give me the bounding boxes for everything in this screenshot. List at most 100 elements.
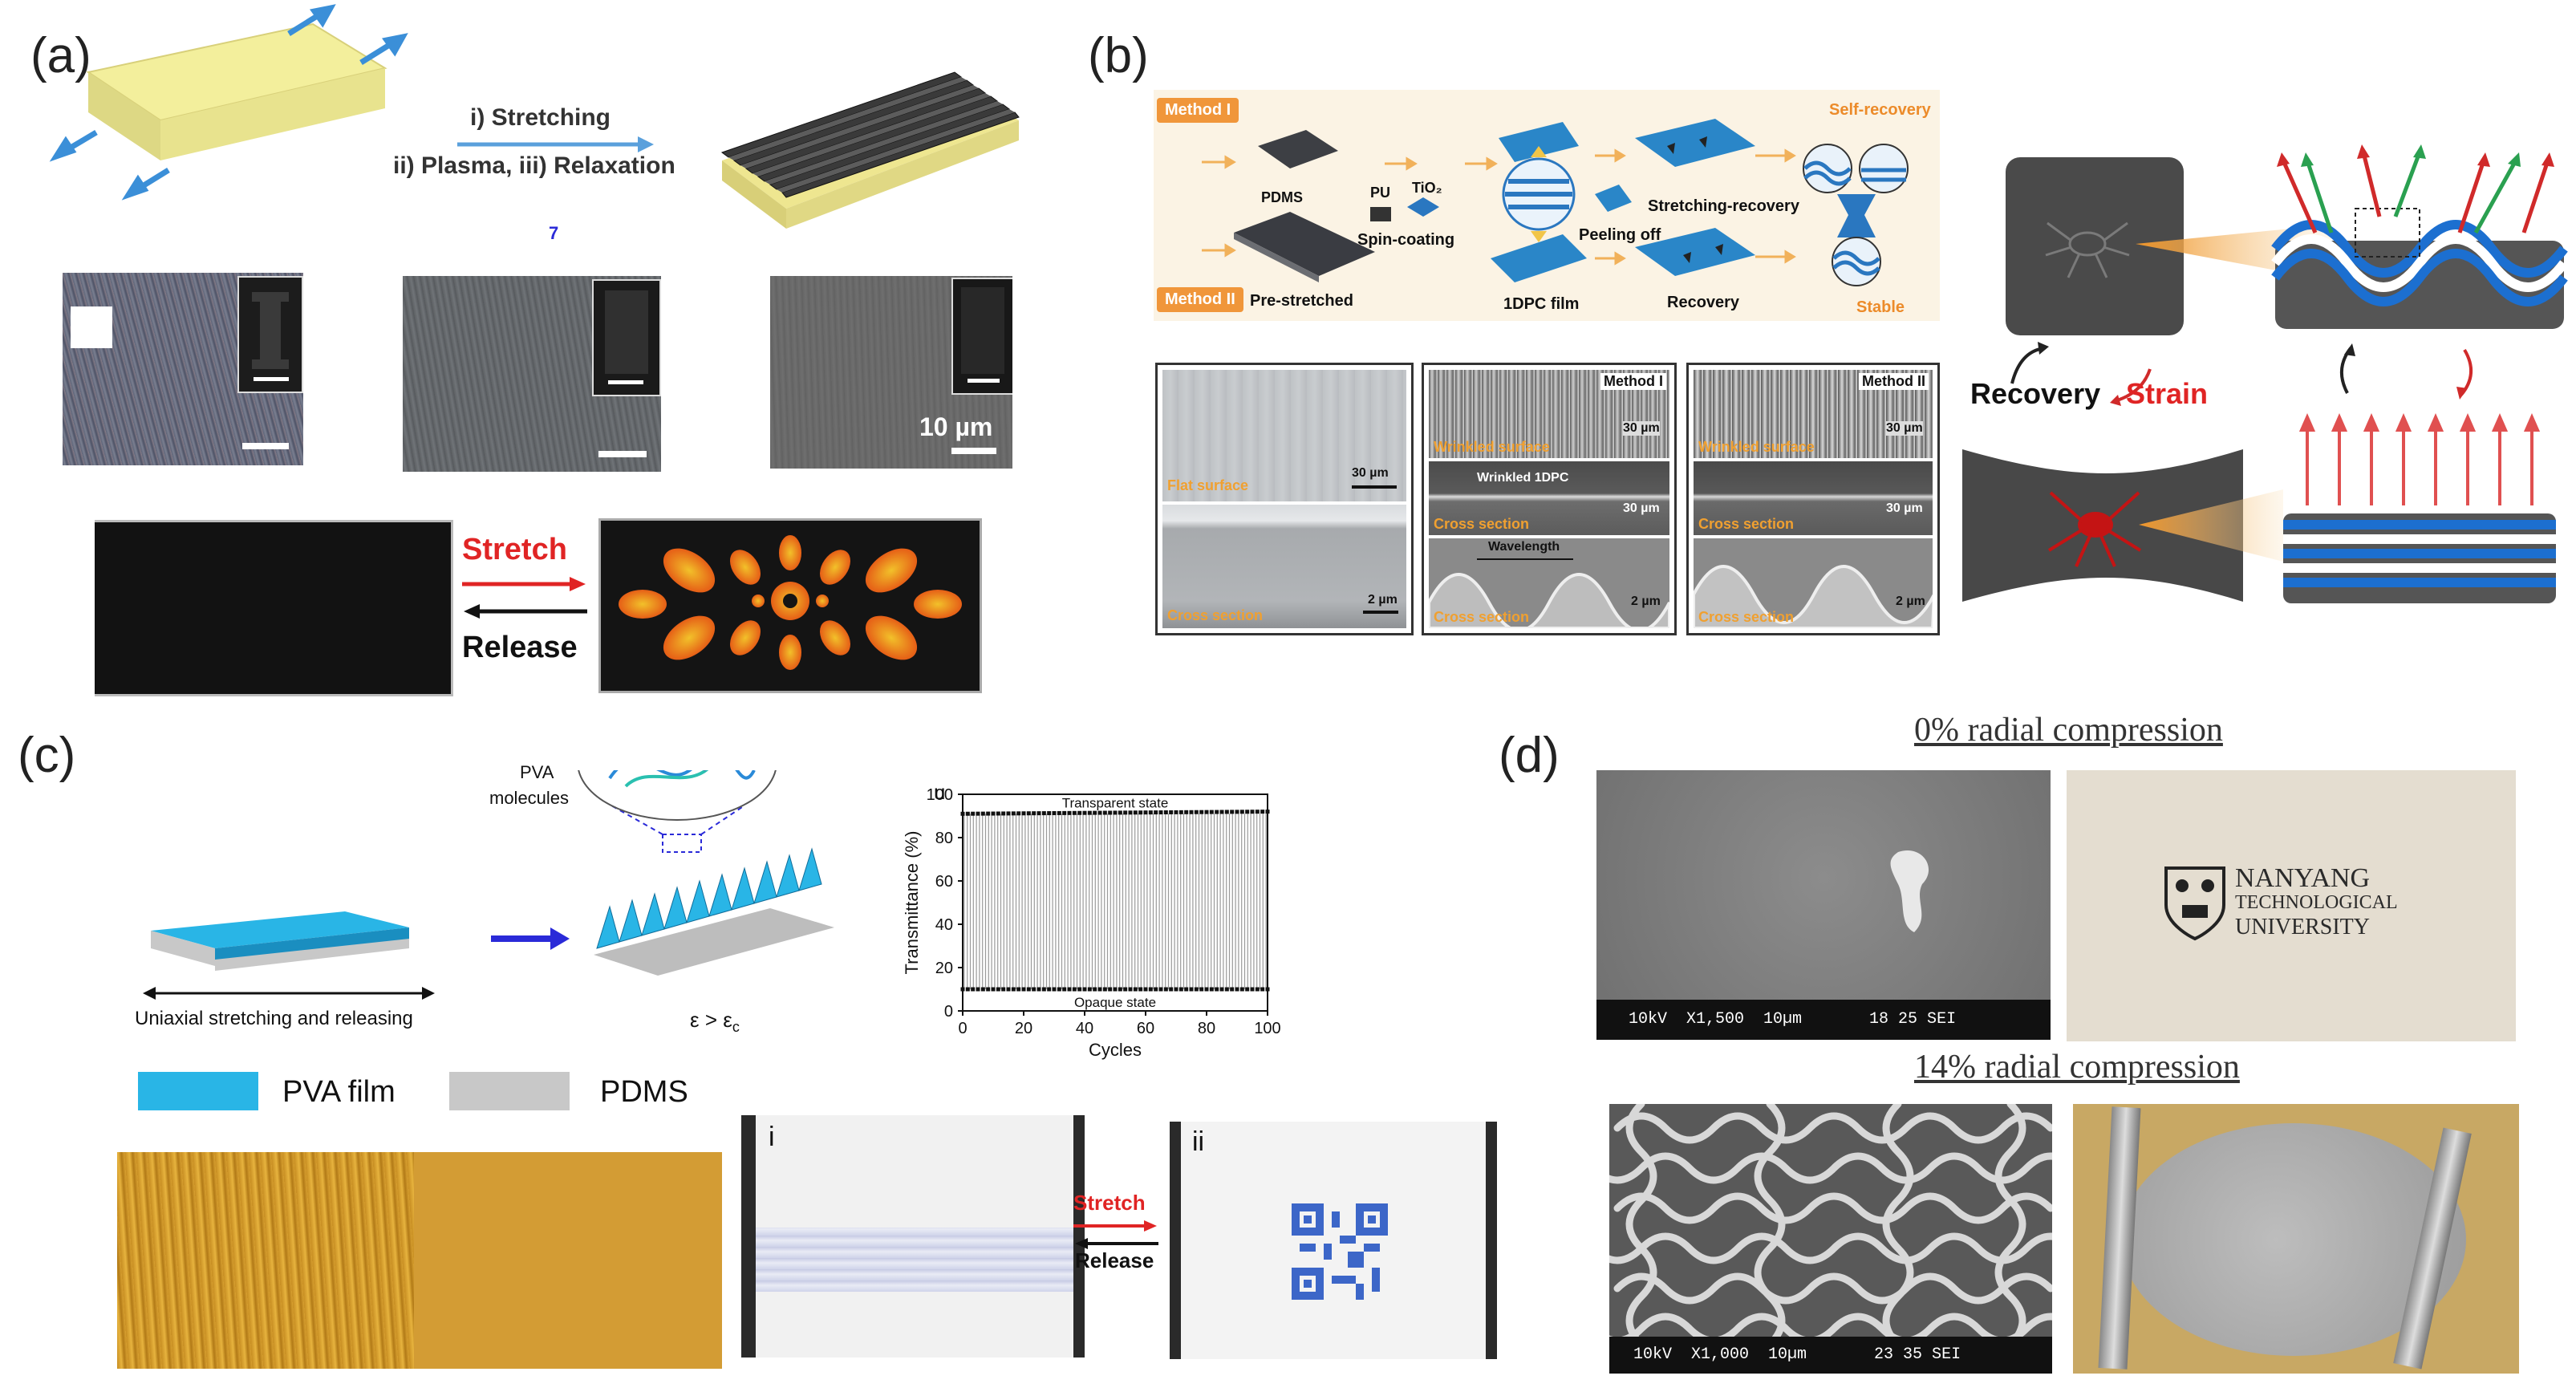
transparent-state-point — [1209, 810, 1214, 814]
transparent-state-point — [1082, 810, 1087, 815]
stretch-release-arrows-c — [1073, 1220, 1158, 1249]
opaque-state-point — [1235, 987, 1239, 992]
flat-surface-label: Flat surface — [1167, 477, 1249, 493]
cross-section-label: Cross section — [1698, 516, 1795, 532]
transparent-state-point — [1123, 810, 1128, 815]
strain-label: Strain — [2126, 377, 2209, 410]
panel-label-a: (a) — [30, 28, 91, 83]
micrograph-a2 — [403, 276, 661, 472]
opaque-state-point — [1102, 987, 1107, 992]
sem-0-percent: 10kV X1,500 10µm 18 25 SEI — [1596, 770, 2051, 1040]
transparent-state-point — [1001, 811, 1006, 816]
panel-b-spider-illustration — [1962, 144, 2568, 603]
transparent-state-point — [1235, 810, 1239, 814]
transparent-state-point — [1128, 810, 1133, 815]
micrograph-flat-pva — [414, 1152, 722, 1369]
sem-wrinkled-1dpc: Wrinkled 1DPC Cross section 30 µm — [1429, 461, 1669, 535]
transparent-state-point — [1239, 810, 1244, 814]
opaque-state-point — [1204, 987, 1209, 992]
opaque-state-point — [965, 987, 970, 992]
opaque-state-point — [1158, 987, 1163, 992]
sem-info-bar-1: 10kV X1,500 10µm 18 25 SEI — [1596, 1000, 2051, 1040]
opaque-state-point — [1209, 987, 1214, 992]
cross-section-label: Cross section — [1434, 609, 1530, 625]
stretching-recovery-label: Stretching-recovery — [1648, 197, 1799, 215]
transparent-state-point — [1057, 810, 1061, 815]
transparent-state-point — [976, 811, 980, 816]
opaque-state-point — [1041, 987, 1046, 992]
transparent-state-point — [1224, 810, 1229, 814]
transparent-state-point — [986, 811, 991, 816]
film-label: 1DPC film — [1503, 295, 1580, 313]
transparent-state-label: Transparent state — [1062, 795, 1169, 810]
recovery-label: Recovery — [1970, 377, 2101, 410]
opaque-state-point — [1128, 987, 1133, 992]
sem-waves-m2: Cross section 2 µm — [1694, 538, 1933, 628]
opaque-state-point — [1108, 987, 1113, 992]
transparent-state-point — [1265, 810, 1270, 814]
opaque-state-point — [1189, 987, 1194, 992]
chart-panel-letter: u — [934, 780, 945, 804]
flower-pattern — [619, 535, 962, 670]
scale-bar — [242, 443, 289, 449]
opaque-state-point — [1036, 987, 1041, 992]
photo-released-film — [95, 520, 453, 696]
opaque-state-point — [996, 987, 1000, 992]
method-1-sem-tag: Method I — [1600, 373, 1666, 390]
opaque-state-point — [1230, 987, 1235, 992]
photo-ii-label: ii — [1192, 1126, 1205, 1157]
opaque-state-point — [1026, 987, 1031, 992]
opaque-state-point — [1239, 987, 1244, 992]
micrograph-wrinkled-pva — [117, 1152, 414, 1369]
ntu-logo-line-3: UNIVERSITY — [2235, 915, 2370, 939]
sem-14-percent: 10kV X1,000 10µm 23 35 SEI — [1609, 1104, 2052, 1374]
opaque-state-point — [1224, 987, 1229, 992]
transparent-state-point — [1245, 810, 1250, 814]
transparent-state-point — [960, 811, 965, 816]
scale-2um: 2 µm — [1896, 595, 1925, 608]
panel-b-process-schematic: Method I Method II PDMS PU TiO₂ Spin-coa… — [1154, 90, 1940, 321]
y-tick-label: 40 — [935, 916, 953, 934]
white-square-marker — [71, 306, 112, 348]
opaque-state-point — [1163, 987, 1168, 992]
opaque-state-point — [1052, 987, 1057, 992]
transparent-state-point — [1230, 810, 1235, 814]
opaque-state-point — [1021, 987, 1026, 992]
transparent-state-point — [1011, 811, 1016, 816]
transparent-state-point — [971, 811, 976, 816]
transparent-state-point — [1113, 810, 1118, 815]
stable-label: Stable — [1856, 298, 1905, 316]
uniaxial-label: Uniaxial stretching and releasing — [135, 1008, 413, 1029]
y-axis-label: Transmittance (%) — [902, 831, 922, 975]
photo-i: i — [741, 1115, 1085, 1358]
chart-frame — [962, 793, 1268, 1012]
peeling-label: Peeling off — [1579, 226, 1661, 244]
transparent-state-point — [1219, 810, 1224, 814]
panel-label-d: (d) — [1499, 728, 1560, 783]
opaque-state-point — [1011, 987, 1016, 992]
x-tick-label: 60 — [1137, 1020, 1154, 1037]
transparent-state-point — [1143, 810, 1148, 815]
pva-molecules-label-2: molecules — [489, 788, 570, 808]
opaque-state-point — [1057, 987, 1061, 992]
sem-box-flat: Flat surface 30 µm Cross section 2 µm — [1155, 363, 1414, 635]
opaque-state-point — [1184, 987, 1189, 992]
panel-label-b: (b) — [1088, 28, 1149, 83]
opaque-state-point — [1154, 987, 1158, 992]
opaque-state-point — [1123, 987, 1128, 992]
transparent-state-point — [1036, 811, 1041, 816]
transparent-state-point — [1255, 810, 1260, 814]
transparent-state-point — [1021, 811, 1026, 816]
opaque-state-point — [1077, 987, 1082, 992]
transparent-state-point — [1047, 811, 1052, 816]
transparent-state-point — [1250, 810, 1255, 814]
transparent-state-point — [1189, 810, 1194, 814]
scale-bar — [951, 448, 996, 454]
opaque-state-point — [1097, 987, 1102, 992]
method-1-tag: Method I — [1157, 98, 1239, 123]
transparent-state-point — [1026, 811, 1031, 816]
micrograph-a3: 10 µm — [770, 276, 1012, 469]
sem-wrinkled-surface-m2: Method II Wrinkled surface 30 µm — [1694, 370, 1933, 458]
y-tick-label: 60 — [935, 873, 953, 891]
opaque-state-point — [980, 987, 985, 992]
